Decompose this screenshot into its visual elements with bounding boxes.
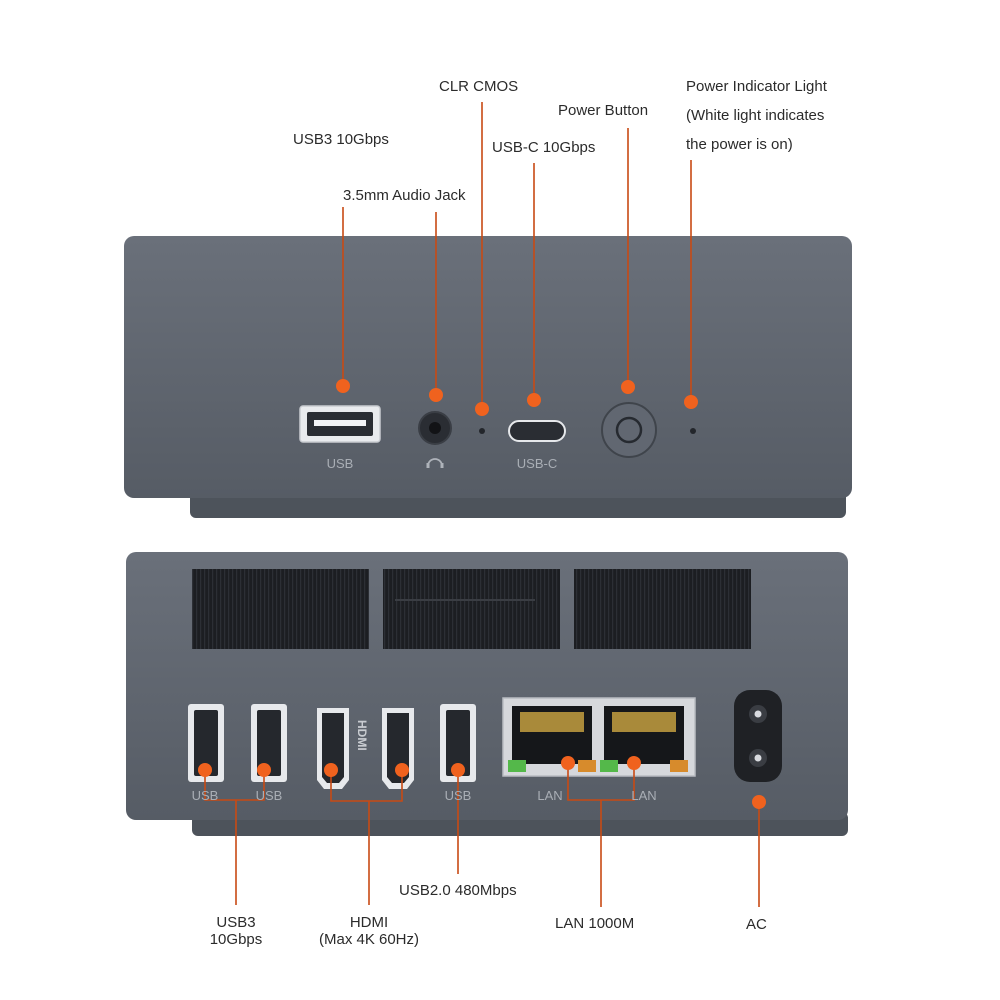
vent-grille — [383, 569, 560, 649]
rear-lan-port-label-2: LAN — [631, 788, 656, 803]
usb3-port-1 — [188, 704, 224, 782]
usb2-port — [440, 704, 476, 782]
power-button-icon — [601, 402, 657, 458]
callout-audio-jack: 3.5mm Audio Jack — [343, 187, 466, 204]
hdmi-port-1 — [317, 708, 349, 789]
hdmi-port-2 — [382, 708, 414, 789]
usb-a-port-icon — [299, 405, 381, 443]
callout-power-button: Power Button — [558, 102, 649, 119]
callout-hdmi: HDMI (Max 4K 60Hz) — [318, 914, 420, 948]
vent-grille — [192, 569, 369, 649]
callout-lan: LAN 1000M — [555, 915, 635, 932]
rj45-port-icon — [502, 697, 696, 777]
rear-usb-port-label-1: USB — [192, 788, 219, 803]
callout-rear-usb3: USB3 10Gbps — [209, 914, 263, 948]
callout-power-indicator: Power Indicator Light (White light indic… — [686, 78, 827, 153]
front-usb-port-label: USB — [327, 456, 354, 471]
callout-dots — [198, 379, 766, 809]
callout-clr-cmos: CLR CMOS — [439, 78, 519, 95]
rear-panel — [126, 552, 848, 836]
vent-grille — [574, 569, 751, 649]
front-usbc-port-label: USB-C — [517, 456, 557, 471]
rear-usb-port-label-2: USB — [256, 788, 283, 803]
front-panel — [124, 236, 852, 518]
callout-usb2: USB2.0 480Mbps — [399, 882, 517, 899]
power-led — [690, 428, 696, 434]
callout-ac: AC — [746, 916, 767, 933]
headphone-icon — [418, 411, 452, 468]
usb3-port-2 — [251, 704, 287, 782]
callout-lines — [204, 102, 760, 907]
callout-usb-c: USB-C 10Gbps — [492, 139, 596, 156]
rear-lan-port-label-1: LAN — [537, 788, 562, 803]
front-chassis — [124, 236, 852, 498]
callout-usb3-10gbps: USB3 10Gbps — [293, 131, 389, 148]
clr-cmos-pinhole — [479, 428, 485, 434]
usb-c-port-icon — [508, 420, 566, 442]
rear-usb-port-label-3: USB — [445, 788, 472, 803]
rear-hdmi-logo: HDMI — [355, 720, 369, 751]
ac-power-socket-icon — [734, 690, 782, 782]
